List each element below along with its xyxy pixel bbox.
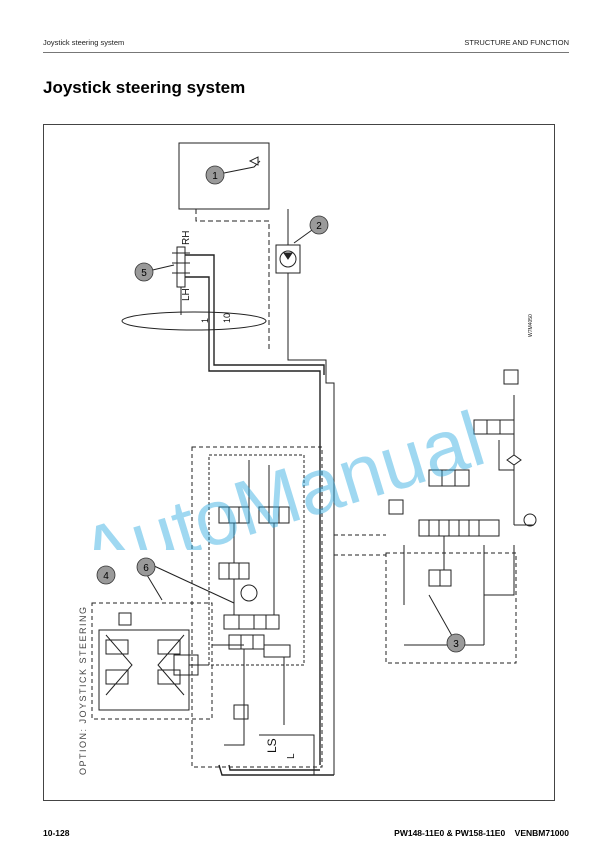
page-title: Joystick steering system: [43, 78, 246, 97]
callout-2-marker: [309, 215, 329, 235]
callout-5: 5: [141, 268, 147, 279]
header-section-title: Joystick steering system: [43, 38, 125, 47]
callout-6: 6: [143, 563, 149, 574]
header-chapter: STRUCTURE AND FUNCTION: [464, 38, 569, 47]
l-label: L: [286, 753, 297, 759]
diagram-frame: 1 2 3 4 5 6 RH LH 1 10 LS L OPTION: JOYS…: [43, 124, 555, 801]
callout-4: 4: [103, 571, 109, 582]
drawing-code: W7M4050: [528, 314, 534, 337]
footer-doc-info: PW148-11E0 & PW158-11E0 VENBM71000: [394, 828, 569, 838]
steering-num-10: 10: [222, 313, 232, 323]
option-joystick-label: OPTION: JOYSTICK STEERING: [78, 605, 88, 775]
callout-3: 3: [453, 639, 459, 650]
callout-6-marker: [136, 557, 156, 577]
callout-2: 2: [316, 221, 322, 232]
header-rule: [43, 52, 569, 53]
ls-label: LS: [265, 738, 279, 753]
lh-label: LH: [181, 288, 192, 301]
callout-1-marker: [205, 165, 225, 185]
callout-5-marker: [134, 262, 154, 282]
steering-num-1: 1: [200, 318, 210, 323]
page-number: 10-128: [43, 828, 70, 838]
callout-1: 1: [212, 171, 218, 182]
tank-block: [178, 142, 270, 210]
callout-group: 1 2 3 4 5 6: [96, 165, 466, 653]
callout-3-marker: [446, 633, 466, 653]
footer-doc-code: VENBM71000: [514, 828, 569, 838]
hydraulic-schematic: 1 2 3 4 5 6 RH LH 1 10 LS L OPTION: JOYS…: [78, 142, 537, 776]
callout-4-marker: [96, 565, 116, 585]
footer-model: PW148-11E0 & PW158-11E0: [394, 828, 506, 838]
rh-label: RH: [181, 231, 192, 245]
